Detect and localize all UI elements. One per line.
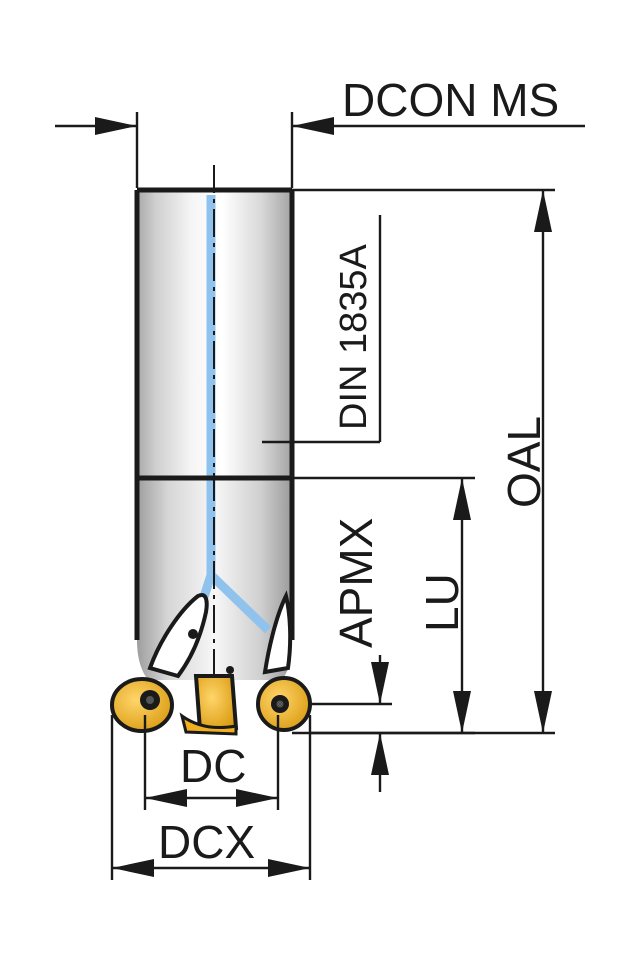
coolant-outlet	[188, 629, 198, 639]
chip-gash-right	[262, 590, 293, 675]
insert-right	[256, 676, 312, 732]
dimension-oal: OAL	[292, 188, 555, 735]
label-apmx: APMX	[330, 518, 382, 648]
shank-standard-callout: DIN 1835A	[262, 215, 382, 444]
dimension-dc: DC	[143, 715, 280, 810]
dimension-lu: LU	[292, 476, 475, 735]
label-din: DIN 1835A	[333, 243, 375, 430]
label-dcx: DCX	[158, 816, 255, 868]
dimension-dcon-ms: DCON MS	[55, 74, 585, 188]
label-dcon-ms: DCON MS	[342, 74, 559, 126]
insert-left	[110, 677, 174, 733]
dimension-dcx: DCX	[110, 715, 312, 880]
label-lu: LU	[416, 573, 468, 632]
dimension-apmx: APMX	[310, 518, 392, 792]
tool-body	[110, 165, 312, 736]
insert-center	[179, 674, 239, 736]
label-dc: DC	[180, 740, 246, 792]
chip-gash-left	[147, 593, 209, 679]
label-oal: OAL	[498, 416, 550, 508]
